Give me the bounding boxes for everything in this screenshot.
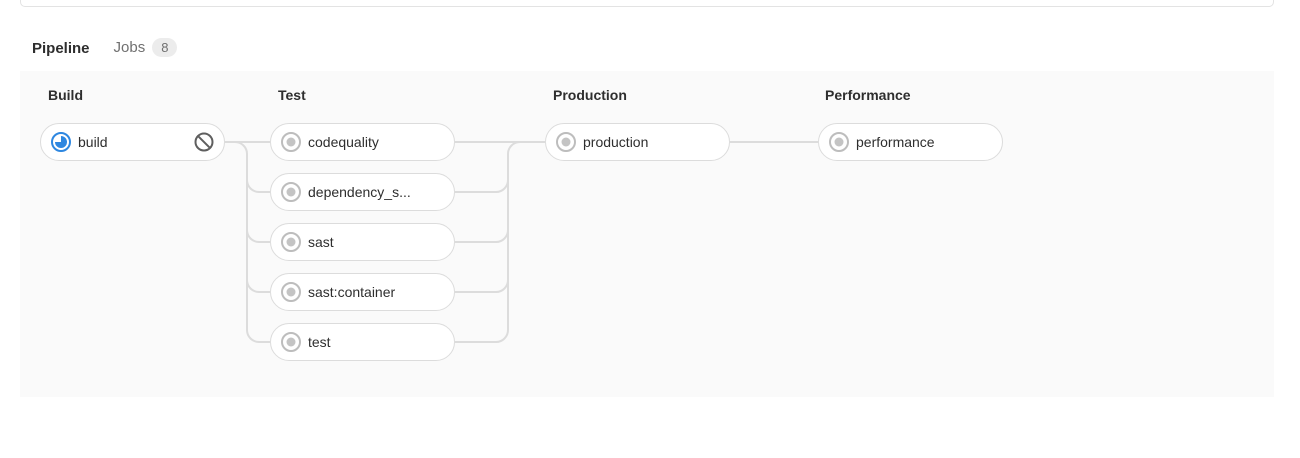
created-status-icon <box>829 132 849 152</box>
job-pill-sast[interactable]: sast <box>270 223 455 261</box>
tab-pipeline-label: Pipeline <box>32 40 90 57</box>
created-status-icon <box>281 182 301 202</box>
created-status-icon <box>281 282 301 302</box>
job-label: production <box>583 134 649 150</box>
created-status-icon <box>556 132 576 152</box>
job-pill-build[interactable]: build <box>40 123 225 161</box>
pipeline-connectors <box>225 141 818 343</box>
tab-pipeline[interactable]: Pipeline <box>20 28 102 75</box>
job-label: sast:container <box>308 284 396 300</box>
running-status-icon <box>51 132 71 152</box>
pipeline-tab-bar: Pipeline Jobs 8 <box>20 26 1274 75</box>
stage-title-production: Production <box>553 87 627 103</box>
tab-jobs-label: Jobs <box>113 39 146 56</box>
job-pill-dependency-scanning[interactable]: dependency_s... <box>270 173 455 211</box>
job-pill-test[interactable]: test <box>270 323 455 361</box>
created-status-icon <box>281 332 301 352</box>
cancel-job-button[interactable] <box>192 130 216 154</box>
created-status-icon <box>281 232 301 252</box>
job-label: test <box>308 334 331 350</box>
tab-jobs[interactable]: Jobs 8 <box>102 26 190 73</box>
job-pill-sast-container[interactable]: sast:container <box>270 273 455 311</box>
job-label: codequality <box>308 134 379 150</box>
card-bottom-edge <box>20 0 1274 7</box>
jobs-count-badge: 8 <box>152 38 178 57</box>
ban-icon <box>194 132 214 152</box>
stage-title-build: Build <box>48 87 83 103</box>
stage-title-test: Test <box>278 87 306 103</box>
job-label: performance <box>856 134 935 150</box>
stage-title-performance: Performance <box>825 87 911 103</box>
job-label: build <box>78 134 108 150</box>
job-pill-production[interactable]: production <box>545 123 730 161</box>
pipeline-graph: Build Test Production Performance build … <box>20 71 1274 397</box>
created-status-icon <box>281 132 301 152</box>
job-label: sast <box>308 234 334 250</box>
job-label: dependency_s... <box>308 184 411 200</box>
job-pill-performance[interactable]: performance <box>818 123 1003 161</box>
job-pill-codequality[interactable]: codequality <box>270 123 455 161</box>
